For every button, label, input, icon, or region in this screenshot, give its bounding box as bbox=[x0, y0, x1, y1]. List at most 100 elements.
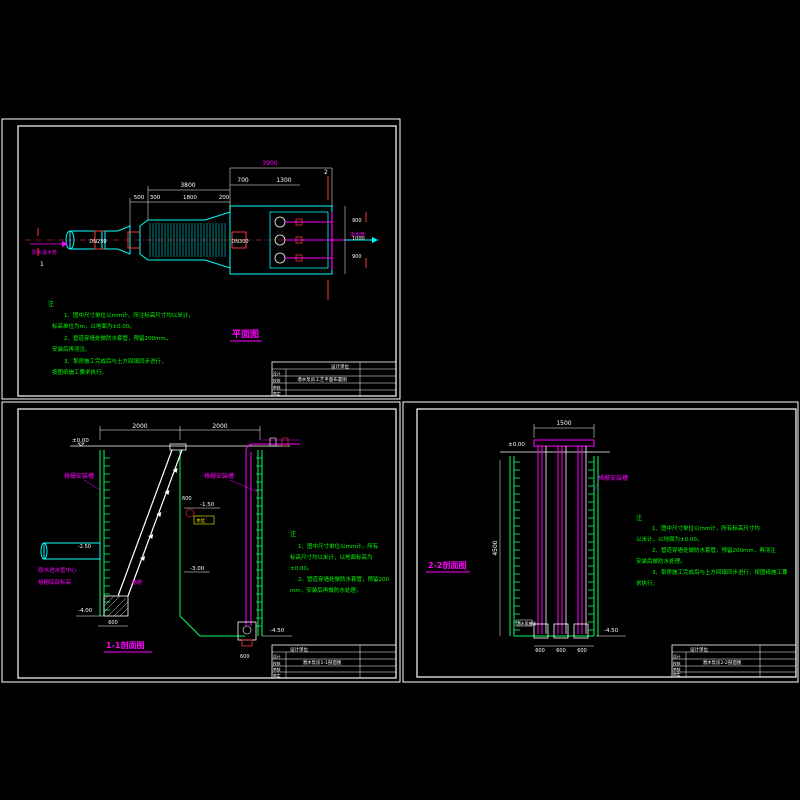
sheet-plan-inner-border bbox=[17, 125, 397, 397]
plan-pumps bbox=[274, 212, 345, 270]
s22-note-6: 求执行。 bbox=[636, 579, 658, 587]
s11-dim-right: 2000 bbox=[212, 423, 227, 430]
plan-dim-left-c: 1800 bbox=[183, 195, 197, 201]
sheet-section11-outer-border bbox=[1, 401, 401, 683]
s11-elev-pipe: -2.50 bbox=[78, 544, 91, 550]
s11-discharge-bend bbox=[245, 443, 262, 453]
s11-tb-row-3: 审核 bbox=[273, 667, 281, 672]
s22-base-tag: 潜水泵基础 bbox=[517, 621, 536, 626]
s11-water-tag-box bbox=[193, 515, 215, 525]
s11-elev-bottom-left: -4.00 bbox=[78, 608, 93, 614]
s22-walls bbox=[509, 456, 599, 637]
plan-channel-hatching bbox=[149, 223, 226, 257]
s11-screen-back bbox=[127, 449, 183, 597]
s11-note-3: ±0.00。 bbox=[290, 566, 312, 572]
s22-tb-row-2: 校核 bbox=[673, 661, 681, 666]
s11-elev-mid: -3.00 bbox=[190, 566, 205, 572]
s11-ladder-left bbox=[104, 457, 110, 611]
s22-base-tag-box bbox=[515, 619, 533, 627]
sheet-section11 bbox=[1, 401, 401, 683]
s22-ladder-right bbox=[588, 461, 594, 631]
s22-title: 2-2剖面图 bbox=[428, 560, 466, 570]
s22-dim-top: 1500 bbox=[556, 420, 571, 427]
sheet-section11-inner-border bbox=[17, 408, 397, 679]
s11-pump bbox=[237, 621, 257, 641]
s11-notes-title: 注 bbox=[290, 530, 296, 538]
s11-ladder-right bbox=[256, 457, 262, 627]
plan-notes-title: 注 bbox=[48, 300, 54, 308]
s11-elev-water: -1.50 bbox=[200, 502, 215, 508]
plan-valve-1 bbox=[295, 218, 303, 226]
plan-dim-vert-mid: 1000 bbox=[352, 236, 365, 242]
s11-title-block: 设计单位 潜水泵房1-1剖面图 设计 校核 审核 审定 bbox=[271, 644, 397, 679]
plan-dim-left-b: 300 bbox=[150, 195, 161, 201]
s22-elev-ground: ±0.00 bbox=[508, 442, 525, 448]
s11-screen-base-hatch bbox=[103, 595, 129, 617]
plan-section-mark-2: 2 bbox=[324, 169, 328, 176]
sheet-section22 bbox=[402, 401, 799, 683]
s11-dim-left: 2000 bbox=[132, 423, 147, 430]
plan-dim-vert-top: 900 bbox=[352, 218, 362, 224]
s22-dim-b1: 600 bbox=[535, 648, 545, 654]
s22-label-right-wall: 格栅安装槽 bbox=[598, 474, 628, 482]
plan-tb-row-2: 校核 bbox=[273, 378, 281, 383]
s22-dim-b2: 600 bbox=[556, 648, 566, 654]
plan-note-2: 标高单位为m，以地面为±0.00。 bbox=[52, 322, 135, 330]
plan-inlet-pipe-end bbox=[65, 230, 75, 250]
s22-title-block: 设计单位 潜水泵房2-2剖面图 设计 校核 审核 审定 bbox=[671, 644, 797, 678]
s11-label-right-wall: 格栅安装槽 bbox=[204, 472, 234, 480]
s11-label-left-wall: 格栅安装槽 bbox=[64, 472, 94, 480]
plan-note-6: 按图纸施工要求执行。 bbox=[52, 368, 107, 376]
s11-water-symbol bbox=[185, 508, 195, 518]
s11-check-valve bbox=[281, 437, 289, 447]
plan-note-5: 3、泵房施工完成后与土方回填同步进行， bbox=[64, 357, 167, 365]
s11-tb-row-4: 审定 bbox=[273, 673, 281, 678]
plan-tb-row-4: 审定 bbox=[273, 391, 281, 396]
plan-note-3: 2、管道穿墙处做防水套管，预留200mm， bbox=[64, 334, 171, 342]
plan-channel-flange bbox=[231, 231, 247, 249]
s11-tb-drawing-name: 潜水泵房1-1剖面图 bbox=[303, 659, 342, 666]
s22-risers bbox=[537, 446, 583, 634]
s11-elev-ground: ±0.00 bbox=[72, 438, 89, 444]
plan-inlet-label: 原水进水管 bbox=[32, 249, 57, 256]
plan-pipe-label2: DN250 bbox=[89, 239, 106, 245]
s11-note-1: 1、图中尺寸单位以mm计，所有 bbox=[298, 542, 379, 550]
s22-elev-bottom: -4.50 bbox=[604, 628, 619, 634]
plan-dimension-lines bbox=[129, 167, 346, 274]
s11-walls bbox=[99, 450, 263, 637]
s11-note-5: mm，安装后再做防水处理。 bbox=[290, 586, 361, 594]
s11-water-tag: 水位 bbox=[196, 517, 205, 524]
s11-note-4: 2、管道穿墙处做防水套管，预留200 bbox=[298, 575, 389, 583]
s11-note-2: 标高尺寸均以米计，以地面标高为 bbox=[290, 553, 373, 561]
plan-dim-left-a: 500 bbox=[134, 195, 145, 201]
plan-dim-overall: 3900 bbox=[262, 160, 277, 167]
s11-rake-tooth bbox=[140, 556, 146, 561]
plan-section-mark-1: 1 bbox=[40, 261, 44, 268]
plan-inlet-pipe bbox=[69, 230, 103, 250]
plan-dim-right-a: 700 bbox=[237, 177, 249, 184]
s11-pump-foot bbox=[241, 639, 253, 647]
s11-dim-base: 600 bbox=[240, 654, 250, 660]
s11-rake-tooth bbox=[164, 490, 170, 495]
plan-outlet-arrow-icon bbox=[372, 237, 378, 243]
s22-ladder-left bbox=[514, 461, 520, 631]
plan-note-4: 安装后再浇注。 bbox=[52, 345, 91, 353]
section22-view: 1500 ±0.00 潜水泵基础 bbox=[426, 420, 797, 678]
s22-pumps bbox=[533, 623, 589, 639]
plan-note-1: 1、图中尺寸单位以mm计，所注标高尺寸均以米计， bbox=[64, 311, 194, 319]
plan-pipe-label: DN300 bbox=[231, 239, 248, 245]
s11-screen-base bbox=[103, 595, 129, 617]
section11-view: 2000 2000 ±0.00 bbox=[38, 423, 397, 679]
s22-pump-2 bbox=[553, 623, 569, 639]
s22-tb-company: 设计单位 bbox=[690, 646, 708, 653]
s11-screen-front bbox=[117, 449, 173, 597]
plan-dim-vert-bot: 900 bbox=[352, 254, 362, 260]
s11-tb-row-2: 校核 bbox=[273, 661, 281, 666]
s22-tb-drawing-name: 潜水泵房2-2剖面图 bbox=[703, 659, 742, 666]
s11-rake-tooth bbox=[156, 512, 162, 517]
plan-dim-left-total: 3800 bbox=[180, 182, 195, 189]
s22-top-header bbox=[533, 439, 595, 447]
plan-reducer bbox=[104, 225, 131, 255]
sheet-section22-outer-border bbox=[402, 401, 799, 683]
